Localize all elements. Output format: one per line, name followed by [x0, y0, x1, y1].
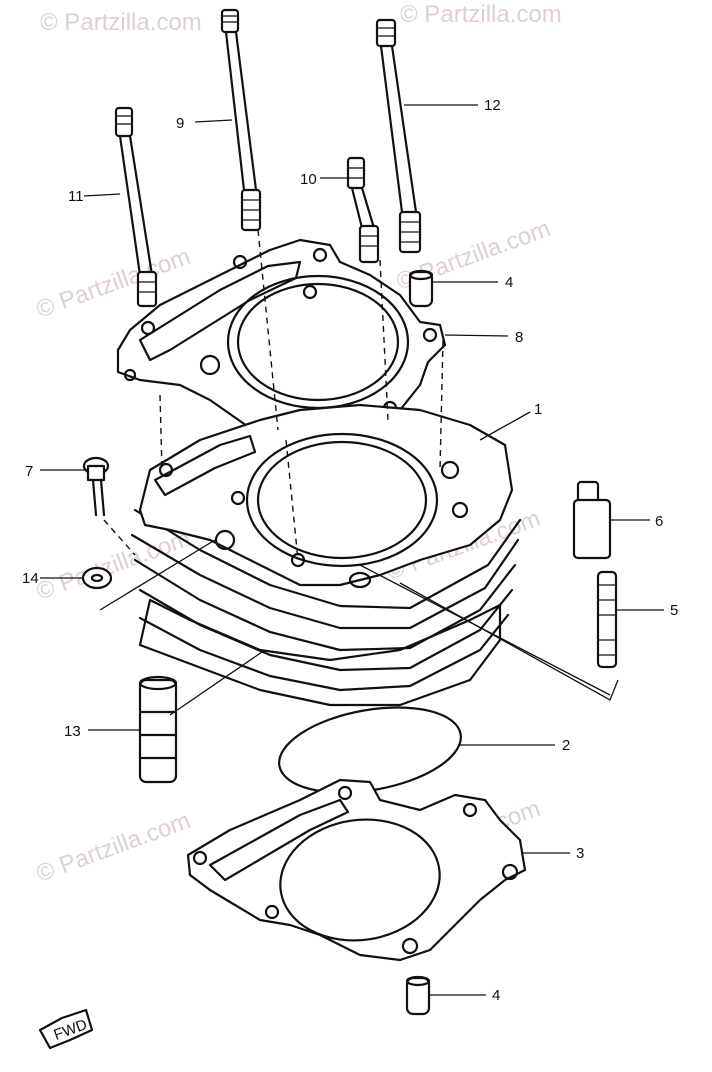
stud-bolt-9	[220, 8, 262, 232]
stud-5	[596, 570, 618, 669]
callout-5: 5	[670, 602, 678, 619]
callout-10: 10	[300, 171, 317, 188]
damper-13	[138, 675, 178, 784]
alignment-guides	[159, 229, 444, 561]
callout-2: 2	[562, 737, 570, 754]
stud-bolt-12	[375, 18, 422, 254]
callout-6: 6	[655, 513, 663, 530]
watermark: © Partzilla.com	[33, 807, 194, 888]
watermark: © Partzilla.com	[33, 525, 194, 606]
callout-9: 9	[176, 115, 184, 132]
dowel-pin-4-bottom	[405, 975, 431, 1016]
forward-direction-marker: FWD	[38, 1008, 94, 1050]
dowel-6	[572, 480, 612, 560]
callout-7: 7	[25, 463, 33, 480]
callout-14: 14	[22, 570, 39, 587]
dowel-pin-4-top	[408, 269, 434, 308]
callout-12: 12	[484, 97, 501, 114]
watermark: © Partzilla.com	[400, 1, 562, 28]
callout-11: 11	[68, 188, 84, 205]
callout-13: 13	[64, 723, 81, 740]
stud-bolt-11	[114, 106, 158, 308]
o-ring-2	[278, 706, 462, 794]
leader-lines	[40, 104, 664, 996]
cylinder-body-1	[130, 403, 522, 707]
base-gasket-3	[186, 778, 527, 962]
watermark: © Partzilla.com	[40, 9, 202, 36]
stud-bolt-10	[346, 156, 380, 264]
callout-8: 8	[515, 329, 523, 346]
callout-1: 1	[534, 401, 542, 418]
callout-4-top: 4	[505, 274, 513, 291]
washer-14	[81, 566, 113, 590]
callout-4-bottom: 4	[492, 987, 500, 1004]
callout-labels: 9 12 11 10 4 8 1 7 6 14 5 13 2 3 4	[22, 97, 678, 1004]
callout-3: 3	[576, 845, 584, 862]
bolt-7	[82, 456, 136, 556]
